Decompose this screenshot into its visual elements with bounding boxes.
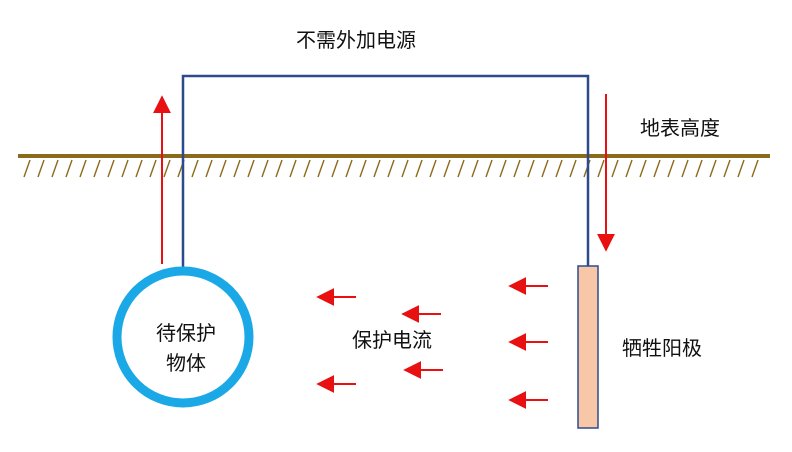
hatch-mark xyxy=(667,159,675,178)
hatch-mark xyxy=(79,159,87,178)
hatch-mark xyxy=(485,159,493,178)
hatch-mark xyxy=(401,159,409,178)
hatch-mark xyxy=(541,159,549,178)
hatch-mark xyxy=(233,159,241,178)
hatch-mark xyxy=(415,159,423,178)
hatch-mark xyxy=(65,159,73,178)
hatch-mark xyxy=(205,159,213,178)
protected-object-label-line2: 物体 xyxy=(166,351,206,375)
hatch-mark xyxy=(191,159,199,178)
hatch-mark xyxy=(93,159,101,178)
ground-level-label: 地表高度 xyxy=(640,116,720,140)
hatch-mark xyxy=(611,159,619,178)
hatch-mark xyxy=(709,159,717,178)
hatch-mark xyxy=(373,159,381,178)
sacrificial-anode-rod xyxy=(577,265,599,429)
hatch-mark xyxy=(303,159,311,178)
hatch-mark xyxy=(499,159,507,178)
hatch-mark xyxy=(429,159,437,178)
hatch-mark xyxy=(135,159,143,178)
hatch-mark xyxy=(289,159,297,178)
hatch-mark xyxy=(639,159,647,178)
hatch-mark xyxy=(653,159,661,178)
hatch-mark xyxy=(737,159,745,178)
hatch-mark xyxy=(275,159,283,178)
hatch-mark xyxy=(387,159,395,178)
hatch-mark xyxy=(555,159,563,178)
ground-hatching xyxy=(23,159,759,178)
hatch-mark xyxy=(163,159,171,178)
hatch-mark xyxy=(345,159,353,178)
hatch-mark xyxy=(471,159,479,178)
hatch-mark xyxy=(513,159,521,178)
hatch-mark xyxy=(219,159,227,178)
protected-object-label-line1: 待保护 xyxy=(156,321,216,345)
hatch-mark xyxy=(149,159,157,178)
protected-object-ring xyxy=(112,266,254,408)
hatch-mark xyxy=(51,159,59,178)
hatch-mark xyxy=(751,159,759,178)
hatch-mark xyxy=(331,159,339,178)
hatch-mark xyxy=(247,159,255,178)
hatch-mark xyxy=(359,159,367,178)
hatch-mark xyxy=(723,159,731,178)
hatch-mark xyxy=(681,159,689,178)
hatch-mark xyxy=(625,159,633,178)
no-power-label: 不需外加电源 xyxy=(296,28,416,52)
hatch-mark xyxy=(457,159,465,178)
hatch-mark xyxy=(23,159,31,178)
hatch-mark xyxy=(527,159,535,178)
ground-surface xyxy=(18,154,770,178)
hatch-mark xyxy=(695,159,703,178)
protected-object-label: 待保护 物体 xyxy=(140,318,232,378)
sacrificial-anode-label: 牺牲阳极 xyxy=(622,336,702,360)
protection-current-arrows xyxy=(316,277,548,409)
hatch-mark xyxy=(37,159,45,178)
hatch-mark xyxy=(443,159,451,178)
hatch-mark xyxy=(317,159,325,178)
protection-current-label: 保护电流 xyxy=(352,328,432,352)
hatch-mark xyxy=(261,159,269,178)
connecting-wire xyxy=(181,74,590,268)
hatch-mark xyxy=(107,159,115,178)
hatch-mark xyxy=(597,159,605,178)
hatch-mark xyxy=(569,159,577,178)
hatch-mark xyxy=(121,159,129,178)
